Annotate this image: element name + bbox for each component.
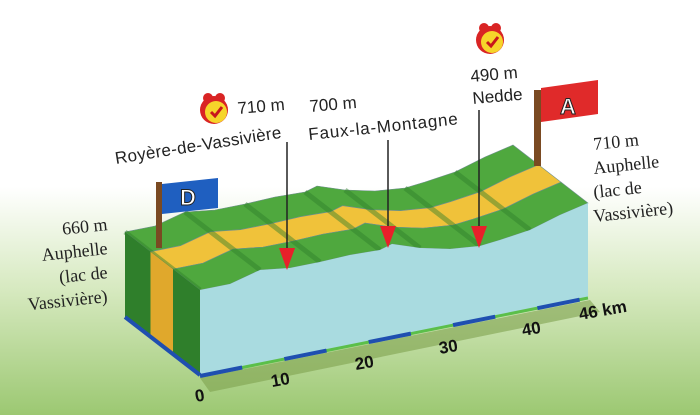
ground-shadow [200, 300, 600, 392]
stopwatch-icon [476, 23, 504, 54]
waypoint-altitude: 700 m [309, 93, 358, 116]
ridge-shade [183, 210, 262, 272]
km-marker [283, 348, 327, 362]
start-flag-letter: D [180, 185, 196, 210]
ridge-shade [243, 202, 322, 264]
left-bottom-edge [123, 315, 202, 377]
start-altitude: 660 m [61, 214, 108, 239]
start-place: (lac de [58, 262, 108, 288]
start-label: 660 m Auphelle (lac de Vassivière) [27, 214, 109, 315]
ridge-shade [343, 188, 422, 250]
marker-arrow [279, 248, 295, 270]
left-face-road [150, 251, 173, 355]
tick-label: 0 [193, 386, 206, 406]
ridge-shade [453, 170, 532, 232]
finish-place: Vassivière) [592, 198, 674, 227]
waypoint-nedde: 490 m Nedde [470, 23, 524, 248]
marker-arrow [380, 226, 396, 248]
finish-altitude: 710 m [592, 129, 639, 154]
start-flag: D [156, 178, 218, 248]
waypoint-name: Faux-la-Montagne [307, 109, 458, 144]
ridge-shade [303, 190, 382, 252]
km-marker [368, 331, 412, 345]
km-marker [536, 297, 580, 311]
tick-label: 10 [269, 369, 291, 391]
finish-flag-letter: A [560, 94, 576, 119]
waypoint-name: Nedde [472, 85, 524, 108]
ridge-shade [403, 186, 482, 248]
front-face [200, 203, 588, 375]
km-marker [199, 365, 243, 378]
marker-arrow [471, 226, 487, 248]
finish-place: Auphelle [592, 151, 660, 178]
finish-label: 710 m Auphelle (lac de Vassivière) [592, 129, 674, 227]
stopwatch-icon [200, 93, 228, 124]
waypoint-altitude: 710 m [237, 95, 286, 118]
tick-label: 40 [520, 318, 542, 340]
start-place: Vassivière) [27, 286, 109, 315]
start-place: Auphelle [41, 238, 109, 265]
waypoint-altitude: 490 m [470, 63, 519, 86]
finish-place: (lac de [592, 177, 642, 203]
tick-label: 20 [353, 352, 375, 374]
tick-label: 30 [437, 336, 459, 358]
total-distance: 46 km [577, 297, 628, 324]
km-marker [452, 314, 496, 328]
terrain-block [123, 144, 600, 392]
waypoint-name: Royère-de-Vassivière [114, 123, 283, 168]
finish-flag: A [534, 80, 598, 166]
